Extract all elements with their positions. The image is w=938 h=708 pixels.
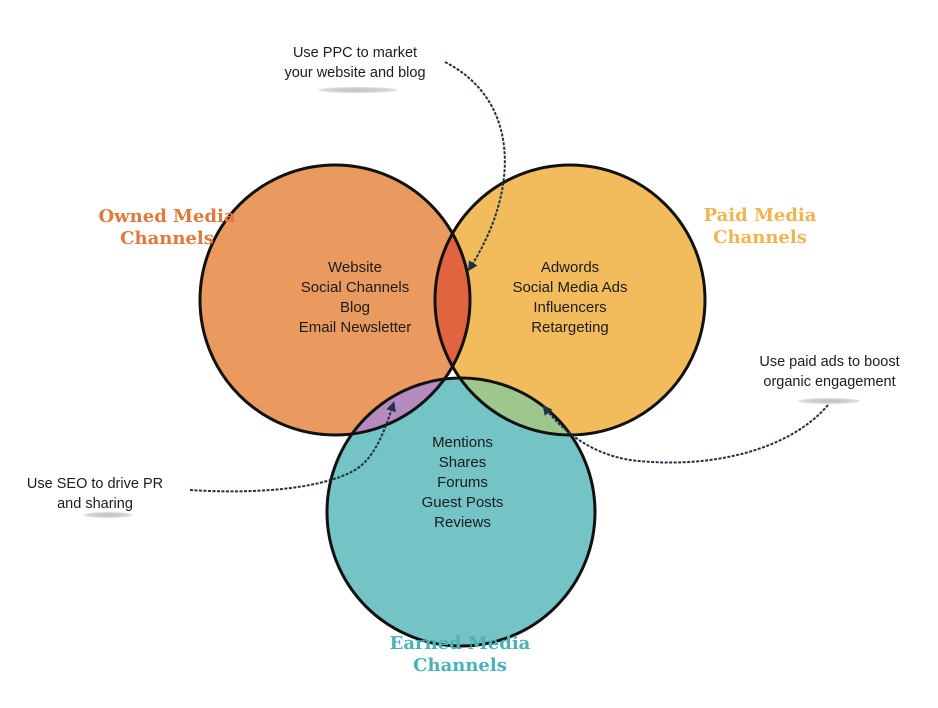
owned-title-line2: Channels (120, 228, 214, 249)
paid-items: Adwords Social Media Ads Influencers Ret… (490, 258, 650, 338)
owned-title-line1: Owned Media (98, 206, 236, 227)
earned-title-line2: Channels (413, 655, 507, 676)
seo-note-line2: and sharing (57, 496, 133, 512)
paid-ads-note: Use paid ads to boost organic engagement (742, 352, 917, 392)
earned-item: Shares (438, 454, 487, 471)
paid-item: Influencers (533, 299, 607, 316)
ppc-note-line1: Use PPC to market (292, 45, 418, 61)
seo-note-line1: Use SEO to drive PR (26, 476, 164, 492)
owned-item: Social Channels (300, 279, 410, 296)
earned-item: Forums (437, 474, 488, 491)
owned-item: Email Newsletter (298, 319, 412, 336)
earned-outline (325, 376, 597, 648)
earned-title: Earned Media Channels (370, 633, 550, 677)
paid-title: Paid Media Channels (690, 205, 830, 249)
earned-circle (327, 378, 595, 646)
ppc-note-line2: your website and blog (284, 65, 426, 81)
paid-ads-note-shadow (798, 398, 860, 404)
paid-title-line1: Paid Media (703, 205, 817, 226)
paid-ads-arrow (542, 404, 829, 464)
owned-items: Website Social Channels Blog Email Newsl… (265, 258, 445, 338)
ppc-note: Use PPC to market your website and blog (270, 43, 440, 83)
earned-item: Reviews (434, 514, 491, 531)
paid-ads-note-line1: Use paid ads to boost (759, 354, 900, 370)
paid-ads-note-line2: organic engagement (763, 374, 896, 390)
owned-item: Website (328, 259, 382, 276)
earned-item: Guest Posts (421, 494, 504, 511)
owned-circle (200, 165, 470, 435)
owned-item: Blog (339, 299, 371, 316)
seo-arrow (189, 401, 396, 493)
paid-item: Retargeting (531, 319, 609, 336)
paid-item: Social Media Ads (512, 279, 628, 296)
earned-item: Mentions (432, 434, 493, 451)
paid-item: Adwords (540, 259, 600, 276)
seo-note-shadow (84, 512, 132, 518)
owned-outline (198, 163, 472, 437)
paid-title-line2: Channels (713, 227, 807, 248)
owned-title: Owned Media Channels (82, 206, 252, 250)
earned-items: Mentions Shares Forums Guest Posts Revie… (390, 433, 535, 533)
earned-title-line1: Earned Media (389, 633, 531, 654)
seo-note: Use SEO to drive PR and sharing (20, 474, 170, 514)
ppc-note-shadow (318, 87, 398, 93)
paid-circle (435, 165, 705, 435)
